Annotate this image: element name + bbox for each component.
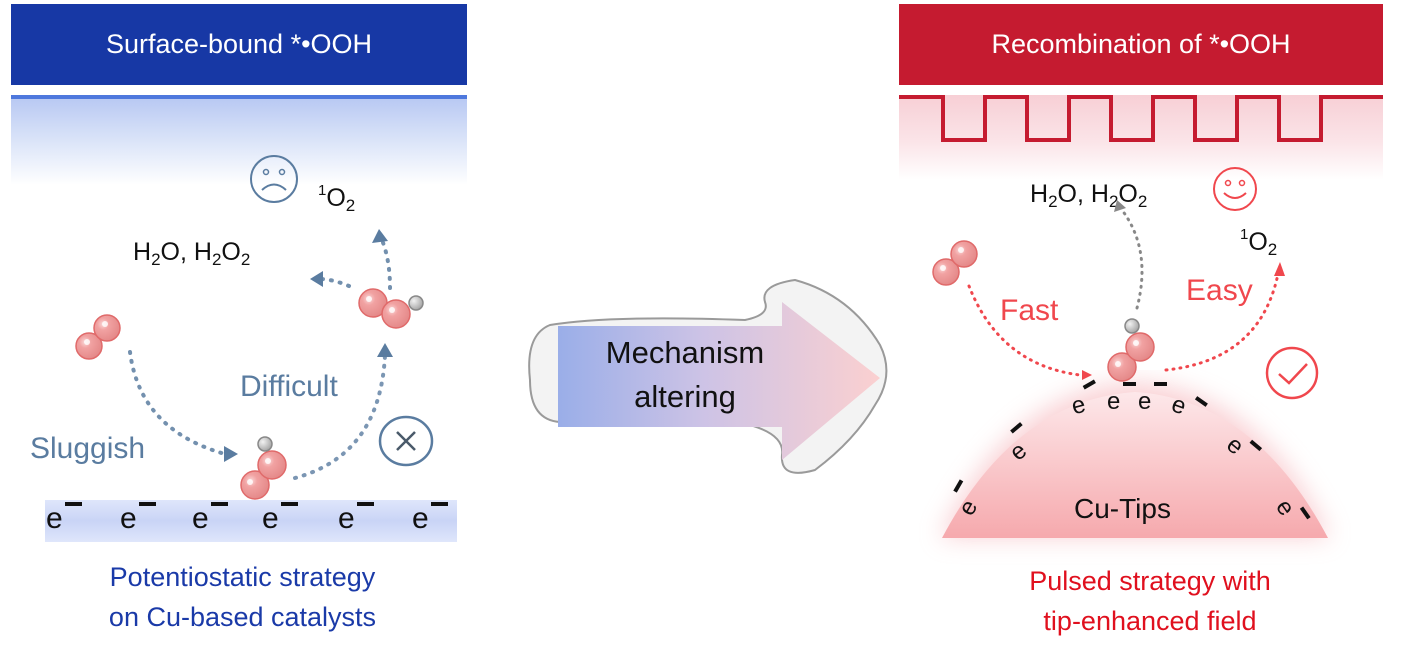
fast-arrowhead <box>1082 370 1092 380</box>
electron: e <box>338 502 374 536</box>
label-sluggish: Sluggish <box>30 432 146 465</box>
electron: e <box>46 502 82 536</box>
oxygen-molecule-free <box>75 314 121 360</box>
electron: e <box>412 502 448 536</box>
electron: e <box>120 502 156 536</box>
left-caption: Potentiostatic strategy on Cu-based cata… <box>45 557 440 637</box>
tip-electron: e <box>1138 382 1167 416</box>
easy-arrowhead <box>1274 262 1285 276</box>
tip-electron: e <box>1107 382 1136 416</box>
recombining-ooh-molecule <box>1107 318 1155 382</box>
left-singlet-oxygen: 1O2 <box>318 182 356 215</box>
easy-arrow <box>1164 272 1280 372</box>
difficult-arrowhead <box>377 343 393 357</box>
arrow-label: Mechanism altering <box>560 331 810 419</box>
right-water-peroxide: H2O, H2O2 <box>1030 180 1148 211</box>
to-singlet-arrow <box>380 238 392 290</box>
mechanism-arrow <box>528 278 888 474</box>
bound-ooh-molecule <box>240 436 287 500</box>
cross-circle-icon <box>378 415 434 467</box>
sluggish-arrow <box>128 350 227 456</box>
happy-face-icon <box>1213 167 1257 211</box>
right-caption: Pulsed strategy with tip-enhanced field <box>950 561 1350 641</box>
arrow-body <box>558 302 880 460</box>
right-header-title: Recombination of *•OOH <box>991 29 1291 59</box>
pulse-waveform <box>899 95 1383 142</box>
right-caption-line2: tip-enhanced field <box>1043 606 1257 636</box>
arrow-label-line1: Mechanism <box>605 335 765 370</box>
to-peroxide-arrow-right <box>1120 208 1144 310</box>
sad-face-icon <box>250 155 298 203</box>
fast-arrow <box>967 284 1082 377</box>
right-caption-line1: Pulsed strategy with <box>1029 566 1271 596</box>
difficult-arrow <box>293 353 387 480</box>
left-mechanism-diagram <box>75 229 424 500</box>
to-peroxide-arrowhead <box>310 271 323 287</box>
to-singlet-arrowhead <box>372 229 388 243</box>
cu-tip-body <box>942 392 1328 538</box>
label-easy: Easy <box>1186 274 1253 307</box>
left-header: Surface-bound *•OOH <box>11 4 467 85</box>
electrode-surface <box>45 500 457 542</box>
cu-tip <box>940 382 1330 538</box>
right-singlet-oxygen: 1O2 <box>1240 226 1278 259</box>
electron: e <box>192 502 228 536</box>
electron: e <box>262 502 298 536</box>
cu-tips-label: Cu-Tips <box>1074 493 1171 524</box>
left-water-peroxide: H2O, H2O2 <box>133 238 251 269</box>
left-caption-line2: on Cu-based catalysts <box>108 602 377 632</box>
left-caption-line1: Potentiostatic strategy <box>109 562 376 592</box>
right-header: Recombination of *•OOH <box>899 4 1383 85</box>
arrow-label-line2: altering <box>634 379 736 414</box>
upper-ooh-molecule <box>358 288 424 329</box>
label-fast: Fast <box>1000 294 1059 327</box>
left-header-title: Surface-bound *•OOH <box>105 29 373 59</box>
check-circle-icon <box>1265 346 1319 400</box>
right-mechanism-diagram <box>932 200 1285 382</box>
to-peroxide-arrowhead-right <box>1114 200 1126 212</box>
left-gradient-band <box>11 95 467 185</box>
right-gradient-band <box>899 95 1383 180</box>
to-peroxide-arrow <box>320 277 351 288</box>
label-difficult: Difficult <box>240 370 338 403</box>
oxygen-molecule-free-right <box>932 240 978 286</box>
sluggish-arrowhead <box>224 446 238 462</box>
